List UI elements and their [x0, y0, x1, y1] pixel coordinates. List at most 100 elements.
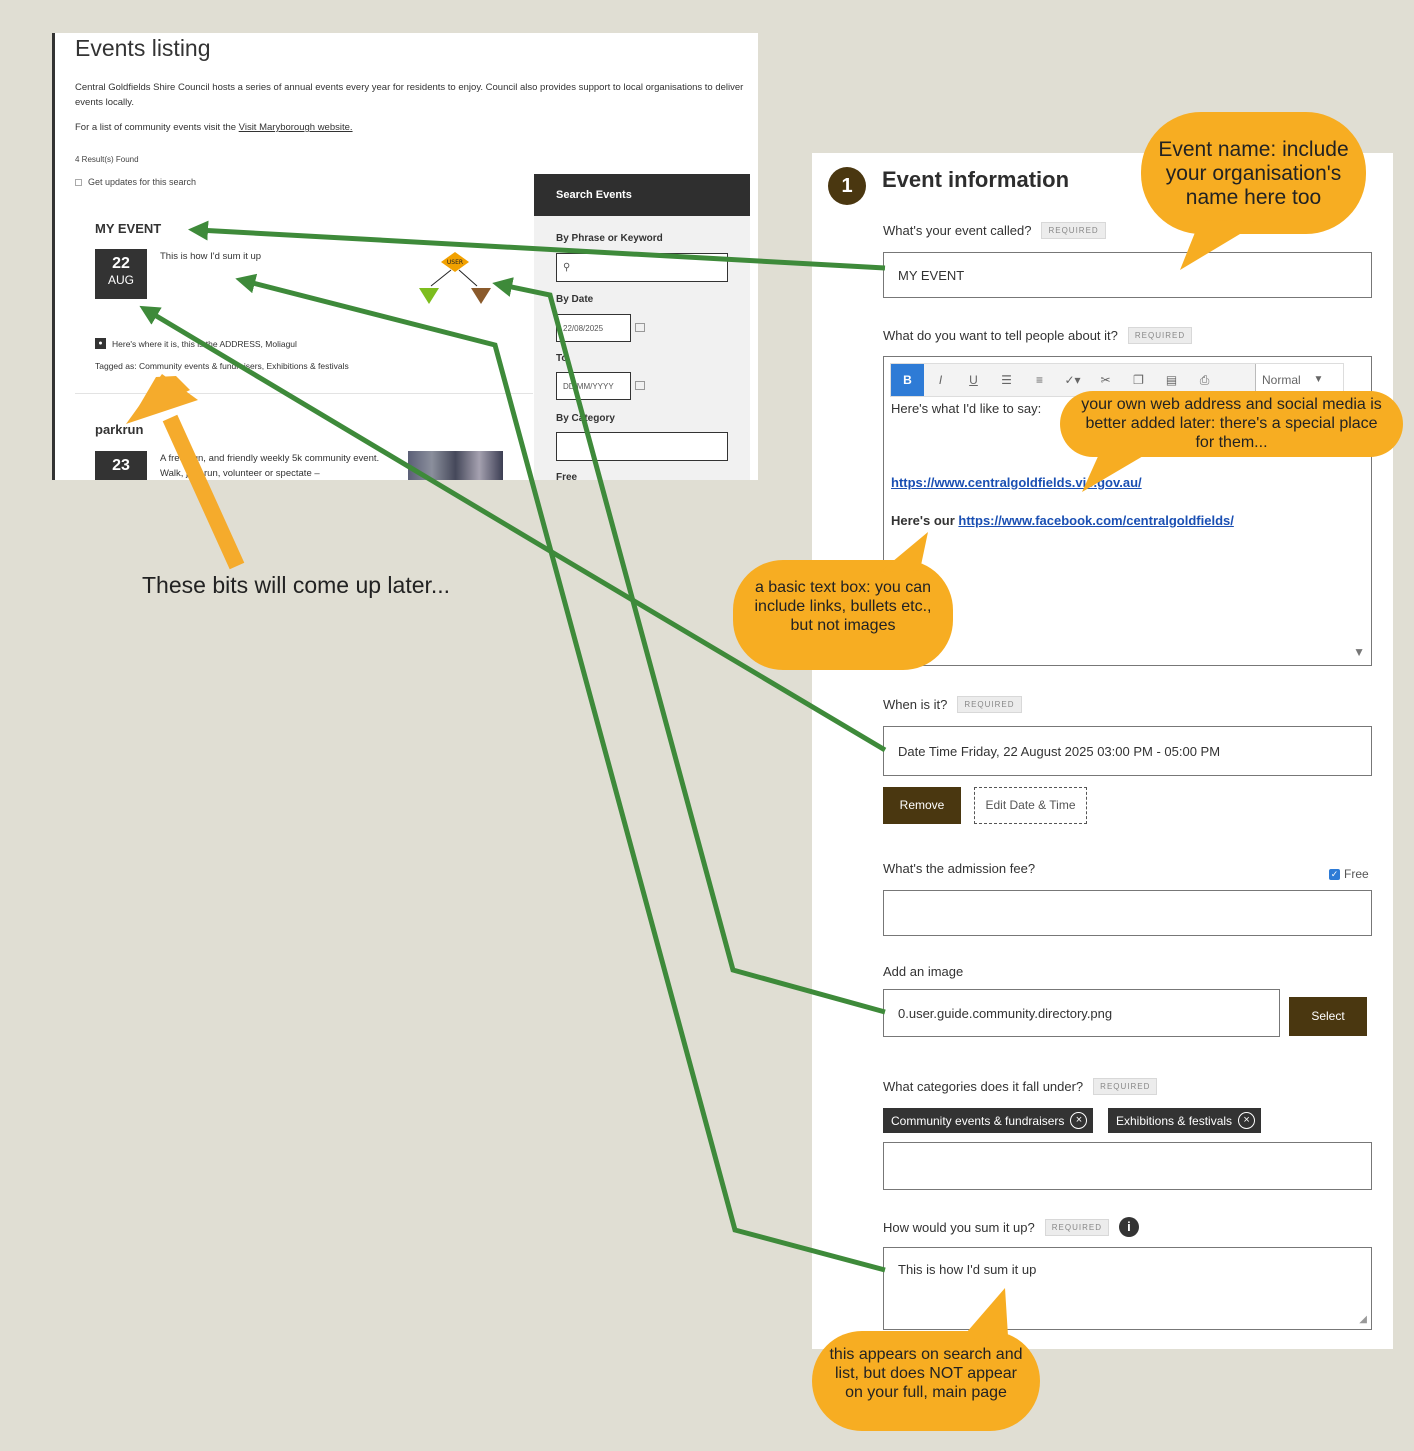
category-tag-label: Exhibitions & festivals: [1116, 1113, 1233, 1128]
callout-text-box: a basic text box: you can include links,…: [733, 560, 953, 670]
event-name-label: What's your event called? REQUIRED: [883, 222, 1106, 239]
keyword-search-input[interactable]: ⚲: [556, 253, 728, 282]
facebook-prefix-text: Here's our: [891, 513, 959, 528]
event-photo-thumbnail[interactable]: [408, 451, 503, 480]
free-checkbox[interactable]: ✓ Free: [1329, 867, 1369, 881]
remove-tag-icon[interactable]: ×: [1238, 1112, 1256, 1129]
event-location-text: Here's where it is, this is the ADDRESS,…: [112, 338, 297, 349]
green-triangle-icon: [419, 288, 439, 304]
event-day-2: 23: [112, 457, 130, 474]
category-label: By Category: [556, 413, 615, 424]
search-panel-heading: Search Events: [534, 174, 750, 216]
resize-handle-icon[interactable]: ◢: [1359, 1314, 1367, 1325]
info-icon[interactable]: i: [1118, 1217, 1139, 1237]
to-label: To: [556, 353, 568, 364]
step-title: Event information: [882, 167, 1070, 192]
step-number-badge: 1: [828, 167, 866, 205]
categories-input[interactable]: [883, 1142, 1372, 1190]
event-title-my-event[interactable]: MY EVENT: [95, 221, 162, 236]
image-label: Add an image: [883, 964, 964, 979]
editor-text-line-2: https://www.centralgoldfields.vic.gov.au…: [891, 475, 1142, 490]
visit-maryborough-link[interactable]: Visit Maryborough website.: [238, 122, 353, 133]
page-title: Events listing: [75, 35, 211, 61]
calendar-icon-2[interactable]: [635, 381, 645, 390]
spellcheck-icon[interactable]: ✓▾: [1064, 373, 1081, 387]
image-filename-input[interactable]: 0.user.guide.community.directory.png: [883, 989, 1280, 1037]
event-description-2: A free, fun, and friendly weekly 5k comm…: [160, 453, 380, 479]
summary-label-text: How would you sum it up?: [883, 1219, 1035, 1235]
facebook-link[interactable]: https://www.facebook.com/centralgoldfiel…: [958, 513, 1234, 528]
copy-icon[interactable]: ❐: [1133, 373, 1144, 387]
summary-value: This is how I'd sum it up: [898, 1262, 1037, 1277]
calendar-icon[interactable]: [635, 323, 645, 332]
intro-visit-text: For a list of community events visit the…: [75, 122, 353, 133]
council-website-link[interactable]: https://www.centralgoldfields.vic.gov.au…: [891, 475, 1142, 490]
checkbox-icon[interactable]: [75, 178, 82, 186]
date-time-field[interactable]: Date Time Friday, 22 August 2025 03:00 P…: [883, 726, 1372, 776]
user-diagram-thumbnail: USER: [419, 252, 491, 304]
diagram-user-label: USER: [447, 259, 463, 266]
category-tag[interactable]: Community events & fundraisers ×: [883, 1108, 1094, 1133]
select-image-button[interactable]: Select: [1289, 997, 1367, 1036]
search-icon: ⚲: [563, 262, 571, 273]
paste-icon[interactable]: ▤: [1165, 373, 1178, 387]
editor-text-line-3: Here's our https://www.facebook.com/cent…: [891, 513, 1234, 528]
summary-label: How would you sum it up? REQUIRED i: [883, 1217, 1139, 1237]
remove-button[interactable]: Remove: [883, 787, 961, 824]
when-label: When is it? REQUIRED: [883, 696, 1022, 713]
fee-label: What's the admission fee?: [883, 861, 1036, 876]
admission-fee-input[interactable]: [883, 890, 1372, 936]
date-label: By Date: [556, 294, 594, 305]
event-tags: Tagged as: Community events & fundraiser…: [95, 361, 349, 371]
edit-date-time-button[interactable]: Edit Date & Time: [974, 787, 1087, 824]
chevron-down-icon: ▼: [1313, 374, 1324, 385]
format-select[interactable]: Normal ▼: [1255, 364, 1343, 396]
underline-button[interactable]: U: [969, 373, 978, 387]
required-badge: REQUIRED: [1044, 1218, 1109, 1236]
category-tag[interactable]: Exhibitions & festivals ×: [1108, 1108, 1262, 1133]
numbered-list-icon[interactable]: ☰: [1001, 373, 1012, 387]
event-month: AUG: [107, 273, 134, 287]
categories-label-text: What categories does it fall under?: [883, 1079, 1084, 1094]
scroll-down-icon[interactable]: ▼: [1353, 645, 1365, 659]
event-summary: This is how I'd sum it up: [160, 251, 262, 262]
intro-visit-prefix: For a list of community events visit the: [75, 122, 239, 133]
category-input[interactable]: [556, 432, 728, 461]
get-updates-label: Get updates for this search: [88, 177, 197, 187]
required-badge: REQUIRED: [1093, 1078, 1158, 1095]
event-name-label-text: What's your event called?: [883, 223, 1032, 238]
paste-special-icon[interactable]: ⎙: [1199, 372, 1210, 387]
callout-web-address-text: your own web address and social media is…: [1081, 396, 1382, 451]
event-title-parkrun[interactable]: parkrun: [95, 422, 144, 437]
italic-button[interactable]: I: [938, 373, 943, 387]
date-from-input[interactable]: 22/08/2025: [556, 314, 631, 342]
event-date-badge-2: 23: [95, 451, 147, 480]
when-label-text: When is it?: [883, 697, 948, 712]
brown-triangle-icon: [471, 288, 491, 304]
description-label-text: What do you want to tell people about it…: [883, 328, 1118, 343]
remove-tag-icon[interactable]: ×: [1070, 1112, 1088, 1129]
bold-button[interactable]: B: [891, 364, 924, 396]
get-updates-checkbox[interactable]: Get updates for this search: [75, 177, 196, 187]
callout-event-name: Event name: include your organisation's …: [1141, 112, 1366, 234]
bullet-list-icon[interactable]: ≡: [1035, 373, 1043, 387]
format-select-value: Normal: [1262, 373, 1301, 387]
required-badge: REQUIRED: [957, 696, 1022, 713]
free-label: Free: [1344, 867, 1369, 881]
summary-textarea[interactable]: This is how I'd sum it up ◢: [883, 1247, 1372, 1330]
location-pin-icon: ●: [95, 338, 106, 349]
date-to-input[interactable]: DD/MM/YYYY: [556, 372, 631, 400]
event-information-form: 1 Event information What's your event ca…: [812, 153, 1393, 1349]
check-icon[interactable]: ✓: [1329, 868, 1340, 880]
callout-sum-up-text: this appears on search and list, but doe…: [829, 1346, 1023, 1401]
intro-text: Central Goldfields Shire Council hosts a…: [75, 82, 744, 108]
description-label: What do you want to tell people about it…: [883, 327, 1193, 344]
cut-icon[interactable]: ✂: [1100, 373, 1111, 387]
annotation-later-text: These bits will come up later...: [142, 572, 451, 598]
event-name-input[interactable]: MY EVENT: [883, 252, 1372, 298]
event-day: 22: [112, 255, 130, 272]
required-badge: REQUIRED: [1041, 222, 1106, 239]
category-tag-label: Community events & fundraisers: [891, 1113, 1065, 1128]
free-filter-label[interactable]: Free: [556, 472, 578, 480]
callout-web-address: your own web address and social media is…: [1060, 391, 1403, 457]
